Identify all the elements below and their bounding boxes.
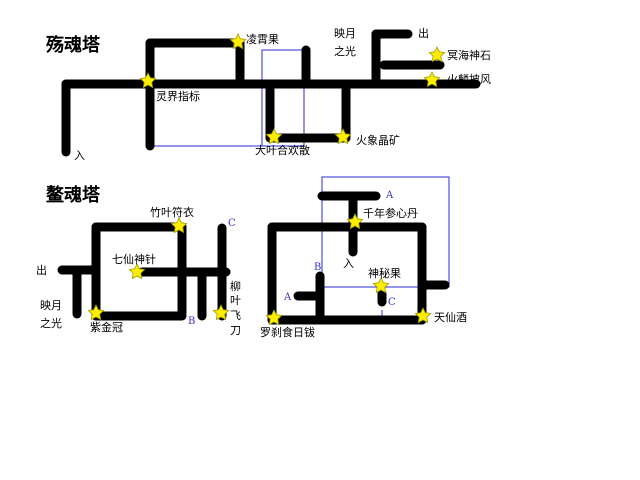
daye-label: 大叶合欢散 [255, 143, 310, 157]
shenmi-label: 神秘果 [368, 266, 401, 280]
tower2-map: 鳌魂塔 出 映月 之光 竹叶符衣 七仙神针 紫金冠 柳 叶 飞 刀 C B [36, 184, 241, 337]
tower3-walls [267, 191, 450, 325]
tower3-marker-a-top: A [385, 190, 394, 201]
tower1-moonlight-line2: 之光 [334, 44, 356, 58]
tower1-entrance-label: 入 [74, 149, 85, 162]
zhuye-label: 竹叶符衣 [150, 205, 194, 219]
liuye-label-1: 柳 [230, 279, 241, 293]
liuye-label-3: 飞 [230, 309, 241, 322]
zijin-label: 紫金冠 [90, 320, 123, 334]
tower2-moonlight-line2: 之光 [40, 316, 62, 330]
liuye-label-4: 刀 [230, 324, 241, 337]
liuye-label-2: 叶 [230, 294, 241, 307]
tower1-walls [61, 29, 481, 157]
huoxiang-label: 火象晶矿 [356, 134, 400, 147]
luosha-label: 罗刹食日钹 [260, 325, 315, 339]
tower1-moonlight-line1: 映月 [334, 27, 356, 40]
qixian-label: 七仙神针 [112, 252, 156, 266]
lingxiao-label: 凌霄果 [246, 32, 279, 46]
minghai-star-icon [428, 46, 446, 62]
tower2-exit-label: 出 [36, 263, 47, 277]
qiannian-label: 千年参心丹 [363, 206, 418, 220]
minghai-label: 冥海神石 [447, 48, 491, 62]
tower1-map: 殇魂塔 [45, 26, 491, 162]
tower2-marker-b: B [188, 316, 195, 327]
tower3-marker-c: C [388, 297, 396, 308]
tower2-moonlight-line1: 映月 [40, 299, 62, 312]
shenmi-star-icon [372, 277, 390, 293]
tower2-marker-c: C [228, 218, 236, 229]
tower3-map: 入 千年参心丹 神秘果 天仙酒 罗刹食日钹 A A B C [260, 176, 467, 339]
tower1-guides [152, 49, 305, 147]
tianxian-label: 天仙酒 [434, 311, 467, 324]
tower3-marker-b: B [314, 262, 321, 273]
tower2-walls [57, 222, 231, 321]
tower3-entrance-label: 入 [343, 257, 354, 270]
tower2-title: 鳌魂塔 [46, 184, 101, 206]
tower3-marker-a-left: A [283, 292, 292, 303]
lingjie-label: 灵界指标 [156, 89, 200, 103]
huolin-label: 火麟披风 [447, 72, 491, 86]
tower1-exit-label: 出 [418, 26, 429, 40]
tower1-title: 殇魂塔 [45, 34, 101, 56]
